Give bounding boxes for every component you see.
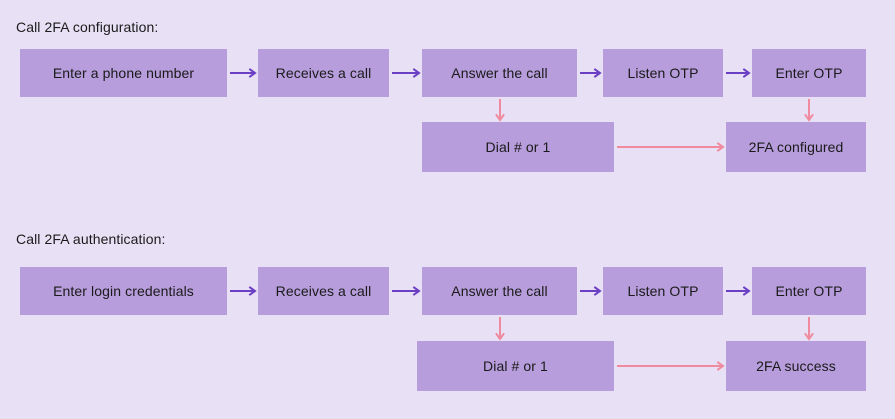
node-cfg-listen[interactable]: Listen OTP bbox=[603, 49, 723, 97]
node-cfg-receives[interactable]: Receives a call bbox=[258, 49, 389, 97]
node-auth-enter-otp[interactable]: Enter OTP bbox=[752, 267, 866, 315]
node-auth-listen[interactable]: Listen OTP bbox=[603, 267, 723, 315]
node-cfg-phone[interactable]: Enter a phone number bbox=[20, 49, 227, 97]
section-title-configuration: Call 2FA configuration: bbox=[16, 19, 159, 35]
arrow-cfg-dial-to-cfg-configured bbox=[603, 133, 737, 161]
node-auth-login[interactable]: Enter login credentials bbox=[20, 267, 227, 315]
node-cfg-answer[interactable]: Answer the call bbox=[422, 49, 577, 97]
node-auth-dial[interactable]: Dial # or 1 bbox=[417, 341, 614, 391]
node-cfg-enter-otp[interactable]: Enter OTP bbox=[752, 49, 866, 97]
section-title-authentication: Call 2FA authentication: bbox=[16, 231, 166, 247]
node-auth-success[interactable]: 2FA success bbox=[726, 341, 866, 391]
node-cfg-dial[interactable]: Dial # or 1 bbox=[422, 122, 614, 172]
arrow-auth-dial-to-auth-success bbox=[603, 352, 737, 380]
node-auth-answer[interactable]: Answer the call bbox=[422, 267, 577, 315]
node-cfg-configured[interactable]: 2FA configured bbox=[726, 122, 866, 172]
node-auth-receives[interactable]: Receives a call bbox=[258, 267, 389, 315]
